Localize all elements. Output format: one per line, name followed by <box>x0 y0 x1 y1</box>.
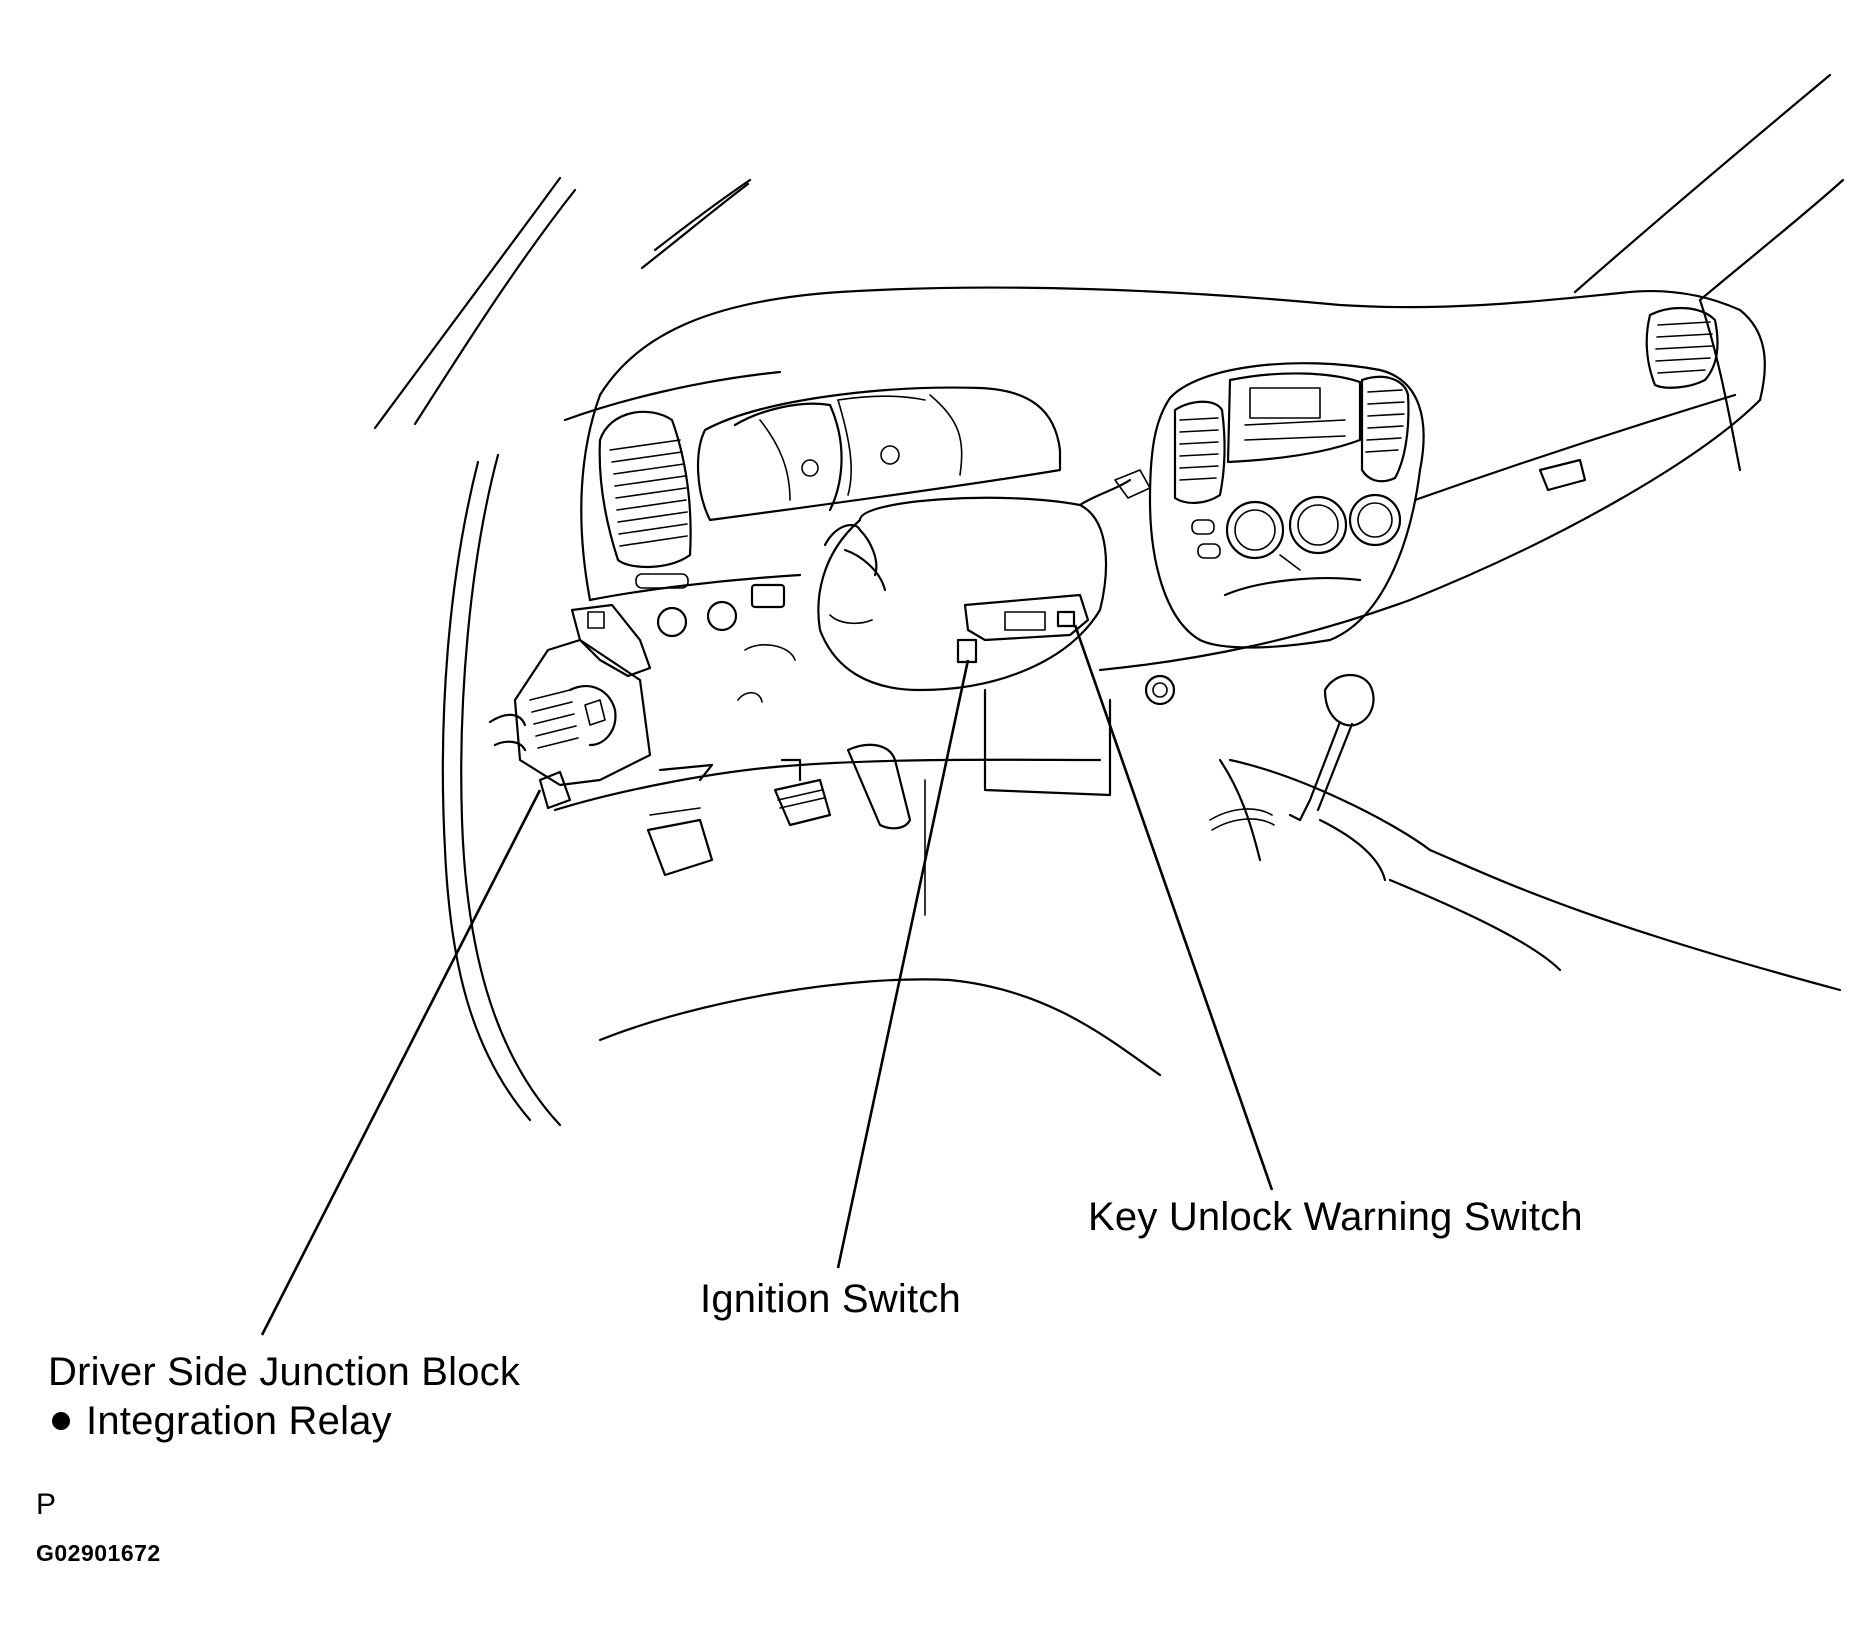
ignition-switch-assembly <box>956 593 1090 664</box>
left-air-vent <box>598 410 692 589</box>
steering-column <box>817 469 1151 692</box>
dashboard-outline <box>563 286 1766 672</box>
integration-relay-label: Integration Relay <box>52 1397 392 1445</box>
instrument-cluster <box>697 386 1062 522</box>
leader-key-unlock-warning-switch <box>1073 624 1274 1191</box>
leader-ignition-switch <box>836 659 970 1269</box>
key-unlock-warning-switch-label: Key Unlock Warning Switch <box>1088 1195 1583 1239</box>
integration-relay-text: Integration Relay <box>86 1399 392 1443</box>
lower-dash <box>553 573 1176 812</box>
passenger-dash <box>1538 306 1719 492</box>
leader-junction-block <box>260 789 542 1336</box>
junction-block-assembly <box>488 603 652 810</box>
shift-lever <box>598 674 1842 1077</box>
a-pillar-lines <box>373 176 752 1127</box>
leader-lines <box>260 624 1274 1336</box>
ignition-switch-label: Ignition Switch <box>700 1277 961 1321</box>
view-marker: P <box>36 1488 57 1521</box>
center-stack <box>1148 362 1425 649</box>
driver-side-junction-block-label: Driver Side Junction Block <box>48 1350 521 1394</box>
pedals <box>646 743 912 877</box>
windshield-lines <box>1573 73 1845 472</box>
figure-code: G02901672 <box>36 1540 161 1566</box>
